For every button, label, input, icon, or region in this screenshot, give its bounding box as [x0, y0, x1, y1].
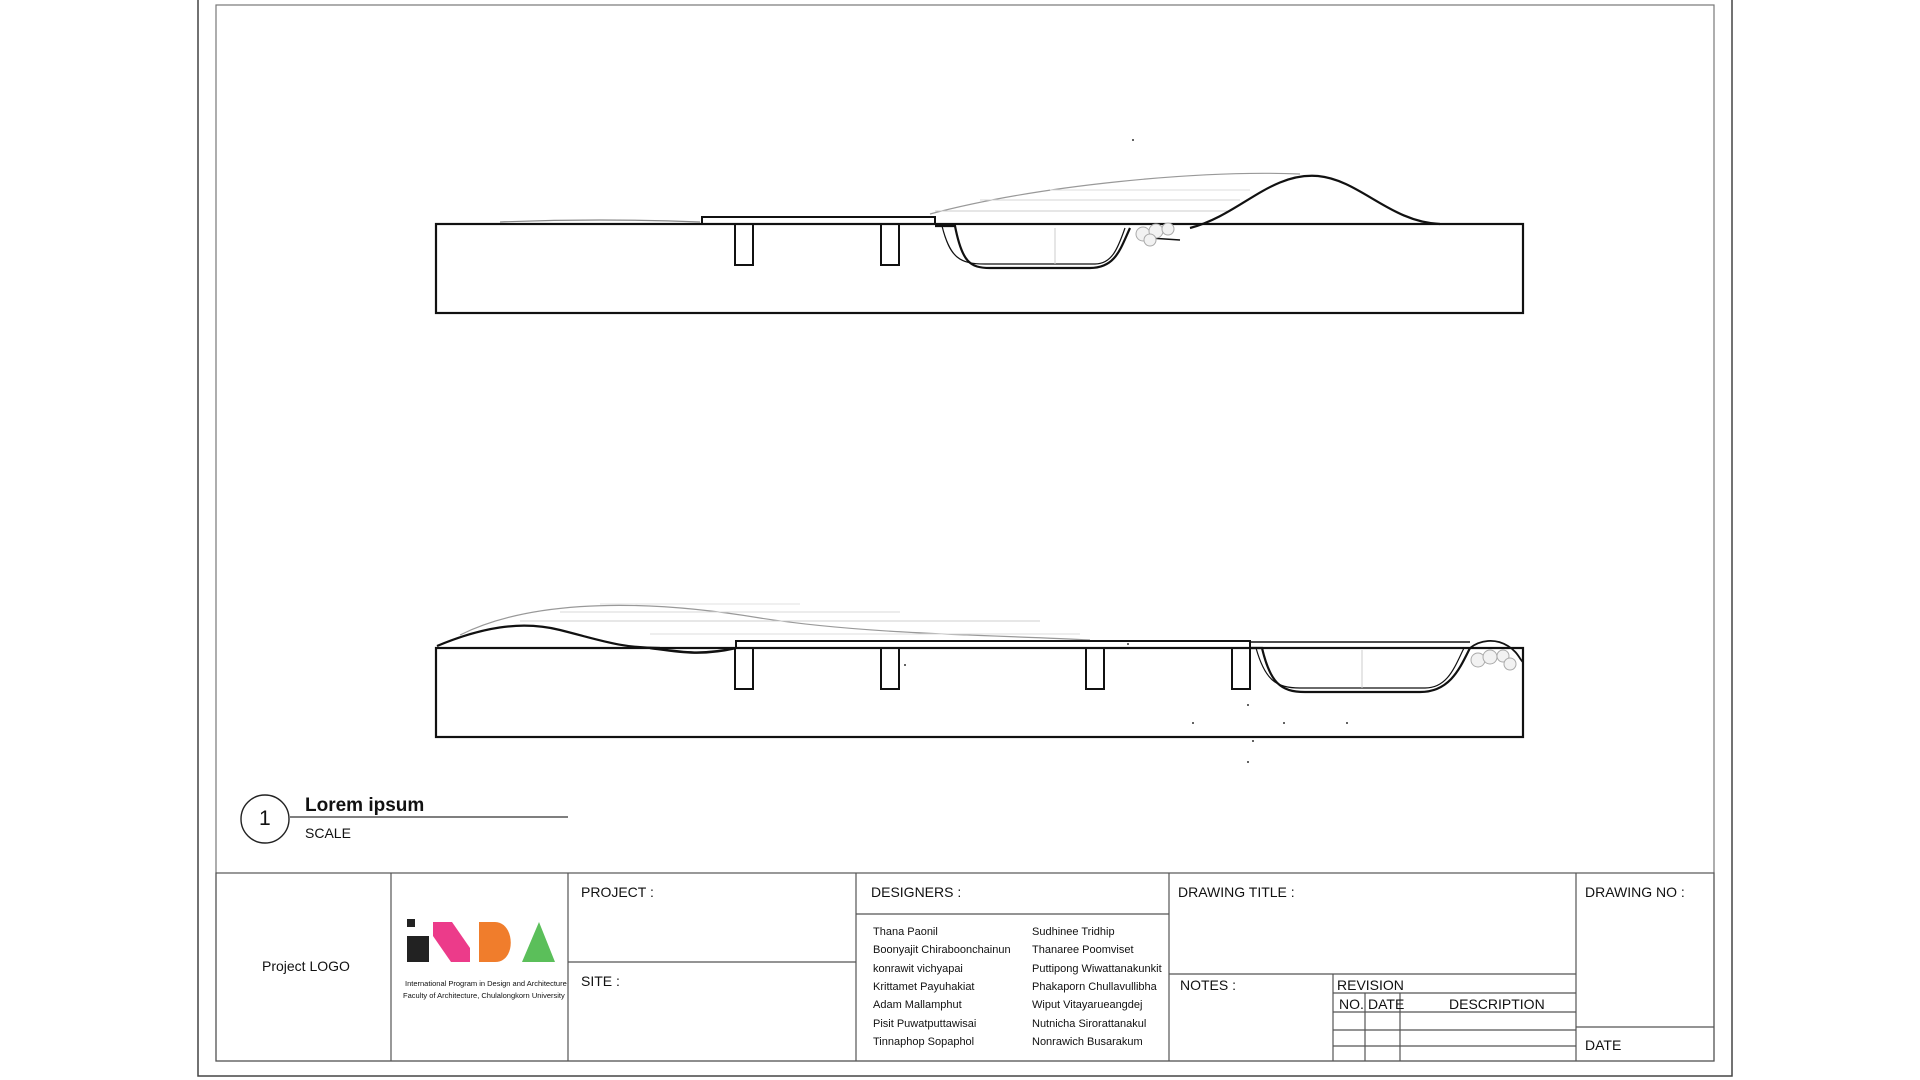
section-lower	[434, 603, 1525, 739]
date-label: DATE	[1585, 1037, 1622, 1053]
designer-1-2: Boonyajit Chiraboonchainun	[873, 944, 1011, 956]
drafting-specks	[904, 139, 1348, 763]
designer-2-5: Wiput Vitayarueangdej	[1032, 999, 1143, 1011]
sheet-outer-border	[197, 0, 1733, 1077]
revision-label: REVISION	[1337, 977, 1404, 993]
upper-mound	[1189, 174, 1441, 230]
drawing-number: 1	[259, 807, 271, 830]
upper-hill-profile	[499, 219, 701, 223]
designer-2-7: Nonrawich Busarakum	[1032, 1036, 1143, 1048]
revision-header-date: DATE	[1368, 996, 1405, 1012]
lower-shrub	[1470, 649, 1517, 671]
upper-shrub	[1135, 222, 1175, 247]
logo-d-shape	[479, 922, 511, 962]
title-block-grid	[215, 872, 1715, 1062]
lower-hill-profile	[459, 604, 1091, 641]
designer-2-2: Thanaree Poomviset	[1032, 944, 1134, 956]
project-logo-label: Project LOGO	[262, 958, 350, 974]
notes-label: NOTES :	[1180, 977, 1237, 993]
designer-1-5: Adam Mallamphut	[873, 999, 962, 1011]
section-upper	[434, 172, 1525, 315]
lower-pillar-2	[880, 647, 900, 690]
lower-walkway-deck	[735, 640, 1251, 649]
upper-pond	[935, 224, 1132, 270]
sheet-inner-border	[215, 4, 1715, 1062]
drawing-scale-text: SCALE	[305, 825, 351, 841]
logo-caption-line2: Faculty of Architecture, Chulalongkorn U…	[403, 991, 565, 1000]
upper-ground-block	[434, 222, 1525, 315]
designer-1-4: Krittamet Payuhakiat	[873, 981, 975, 993]
upper-walkway-deck	[701, 216, 936, 225]
project-label: PROJECT :	[581, 884, 654, 900]
lower-pillar-4	[1231, 647, 1251, 690]
logo-n-shape	[433, 922, 470, 962]
designer-2-6: Nutnicha Sirorattanakul	[1032, 1018, 1147, 1030]
drawing-title-label: DRAWING TITLE :	[1178, 884, 1295, 900]
logo-i-dot	[407, 919, 415, 927]
drawing-title-text: Lorem ipsum	[305, 795, 425, 816]
upper-pillar-2	[880, 223, 900, 266]
drawing-number-circle	[240, 794, 290, 844]
designer-2-1: Sudhinee Tridhip	[1032, 926, 1115, 938]
inda-logo	[407, 919, 555, 962]
designer-1-1: Thana Paonil	[873, 926, 938, 938]
designer-1-7: Tinnaphop Sopaphol	[873, 1036, 975, 1048]
lower-pillar-3	[1085, 647, 1105, 690]
revision-header-no: NO.	[1339, 996, 1364, 1012]
designer-2-3: Puttipong Wiwattanakunkit	[1032, 963, 1162, 975]
designer-1-6: Pisit Puwatputtawisai	[873, 1018, 977, 1030]
logo-a-shape	[522, 922, 555, 962]
lower-pond	[1250, 646, 1471, 694]
drawing-label-graphic	[240, 794, 568, 844]
drawing-no-label: DRAWING NO :	[1585, 884, 1685, 900]
revision-header-description: DESCRIPTION	[1449, 996, 1545, 1012]
upper-pillar-1	[734, 223, 754, 266]
lower-pillar-1	[734, 647, 754, 690]
designer-1-3: konrawit vichyapai	[873, 963, 963, 975]
logo-caption-line1: International Program in Design and Arch…	[405, 979, 567, 988]
designers-label: DESIGNERS :	[871, 884, 962, 900]
site-label: SITE :	[581, 973, 620, 989]
designer-2-4: Phakaporn Chullavullibha	[1032, 981, 1157, 993]
logo-i-bar	[407, 936, 429, 962]
lower-mound	[436, 624, 661, 650]
